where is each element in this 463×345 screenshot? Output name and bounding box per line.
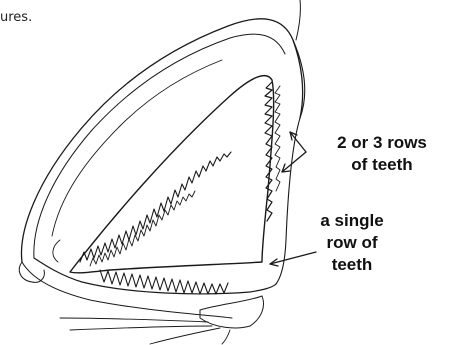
upper-teeth-rows [80, 152, 231, 262]
label-upper-line-2: of teeth [302, 154, 462, 176]
label-lower-line-1: a single [312, 210, 392, 232]
tissue-strand-2 [70, 326, 212, 330]
label-lower-line-2: row of [312, 232, 392, 254]
pointer-line-top [296, 0, 300, 40]
mouth-opening [70, 76, 274, 273]
jaw-hinge [19, 262, 44, 282]
arrow-single-row [270, 252, 316, 266]
lower-tissue [200, 296, 264, 328]
caption-fragment: ures. [0, 10, 32, 25]
label-two-or-three-rows: 2 or 3 rows of teeth [302, 132, 462, 176]
tissue-strand-3 [150, 328, 220, 344]
tissue-strand-1 [60, 318, 208, 322]
upper-jaw-outline [21, 19, 302, 262]
tissue-strand-4 [222, 330, 230, 344]
label-upper-line-1: 2 or 3 rows [302, 132, 462, 154]
upper-jaw-inner-outline [34, 34, 285, 258]
label-single-row: a single row of teeth [312, 210, 392, 276]
jaw-hinge-inner [53, 240, 60, 262]
jaw-back-edge [276, 40, 305, 284]
label-lower-line-3: teeth [312, 254, 392, 276]
side-teeth-rows-2 [275, 86, 280, 191]
lower-teeth-row [100, 270, 228, 294]
